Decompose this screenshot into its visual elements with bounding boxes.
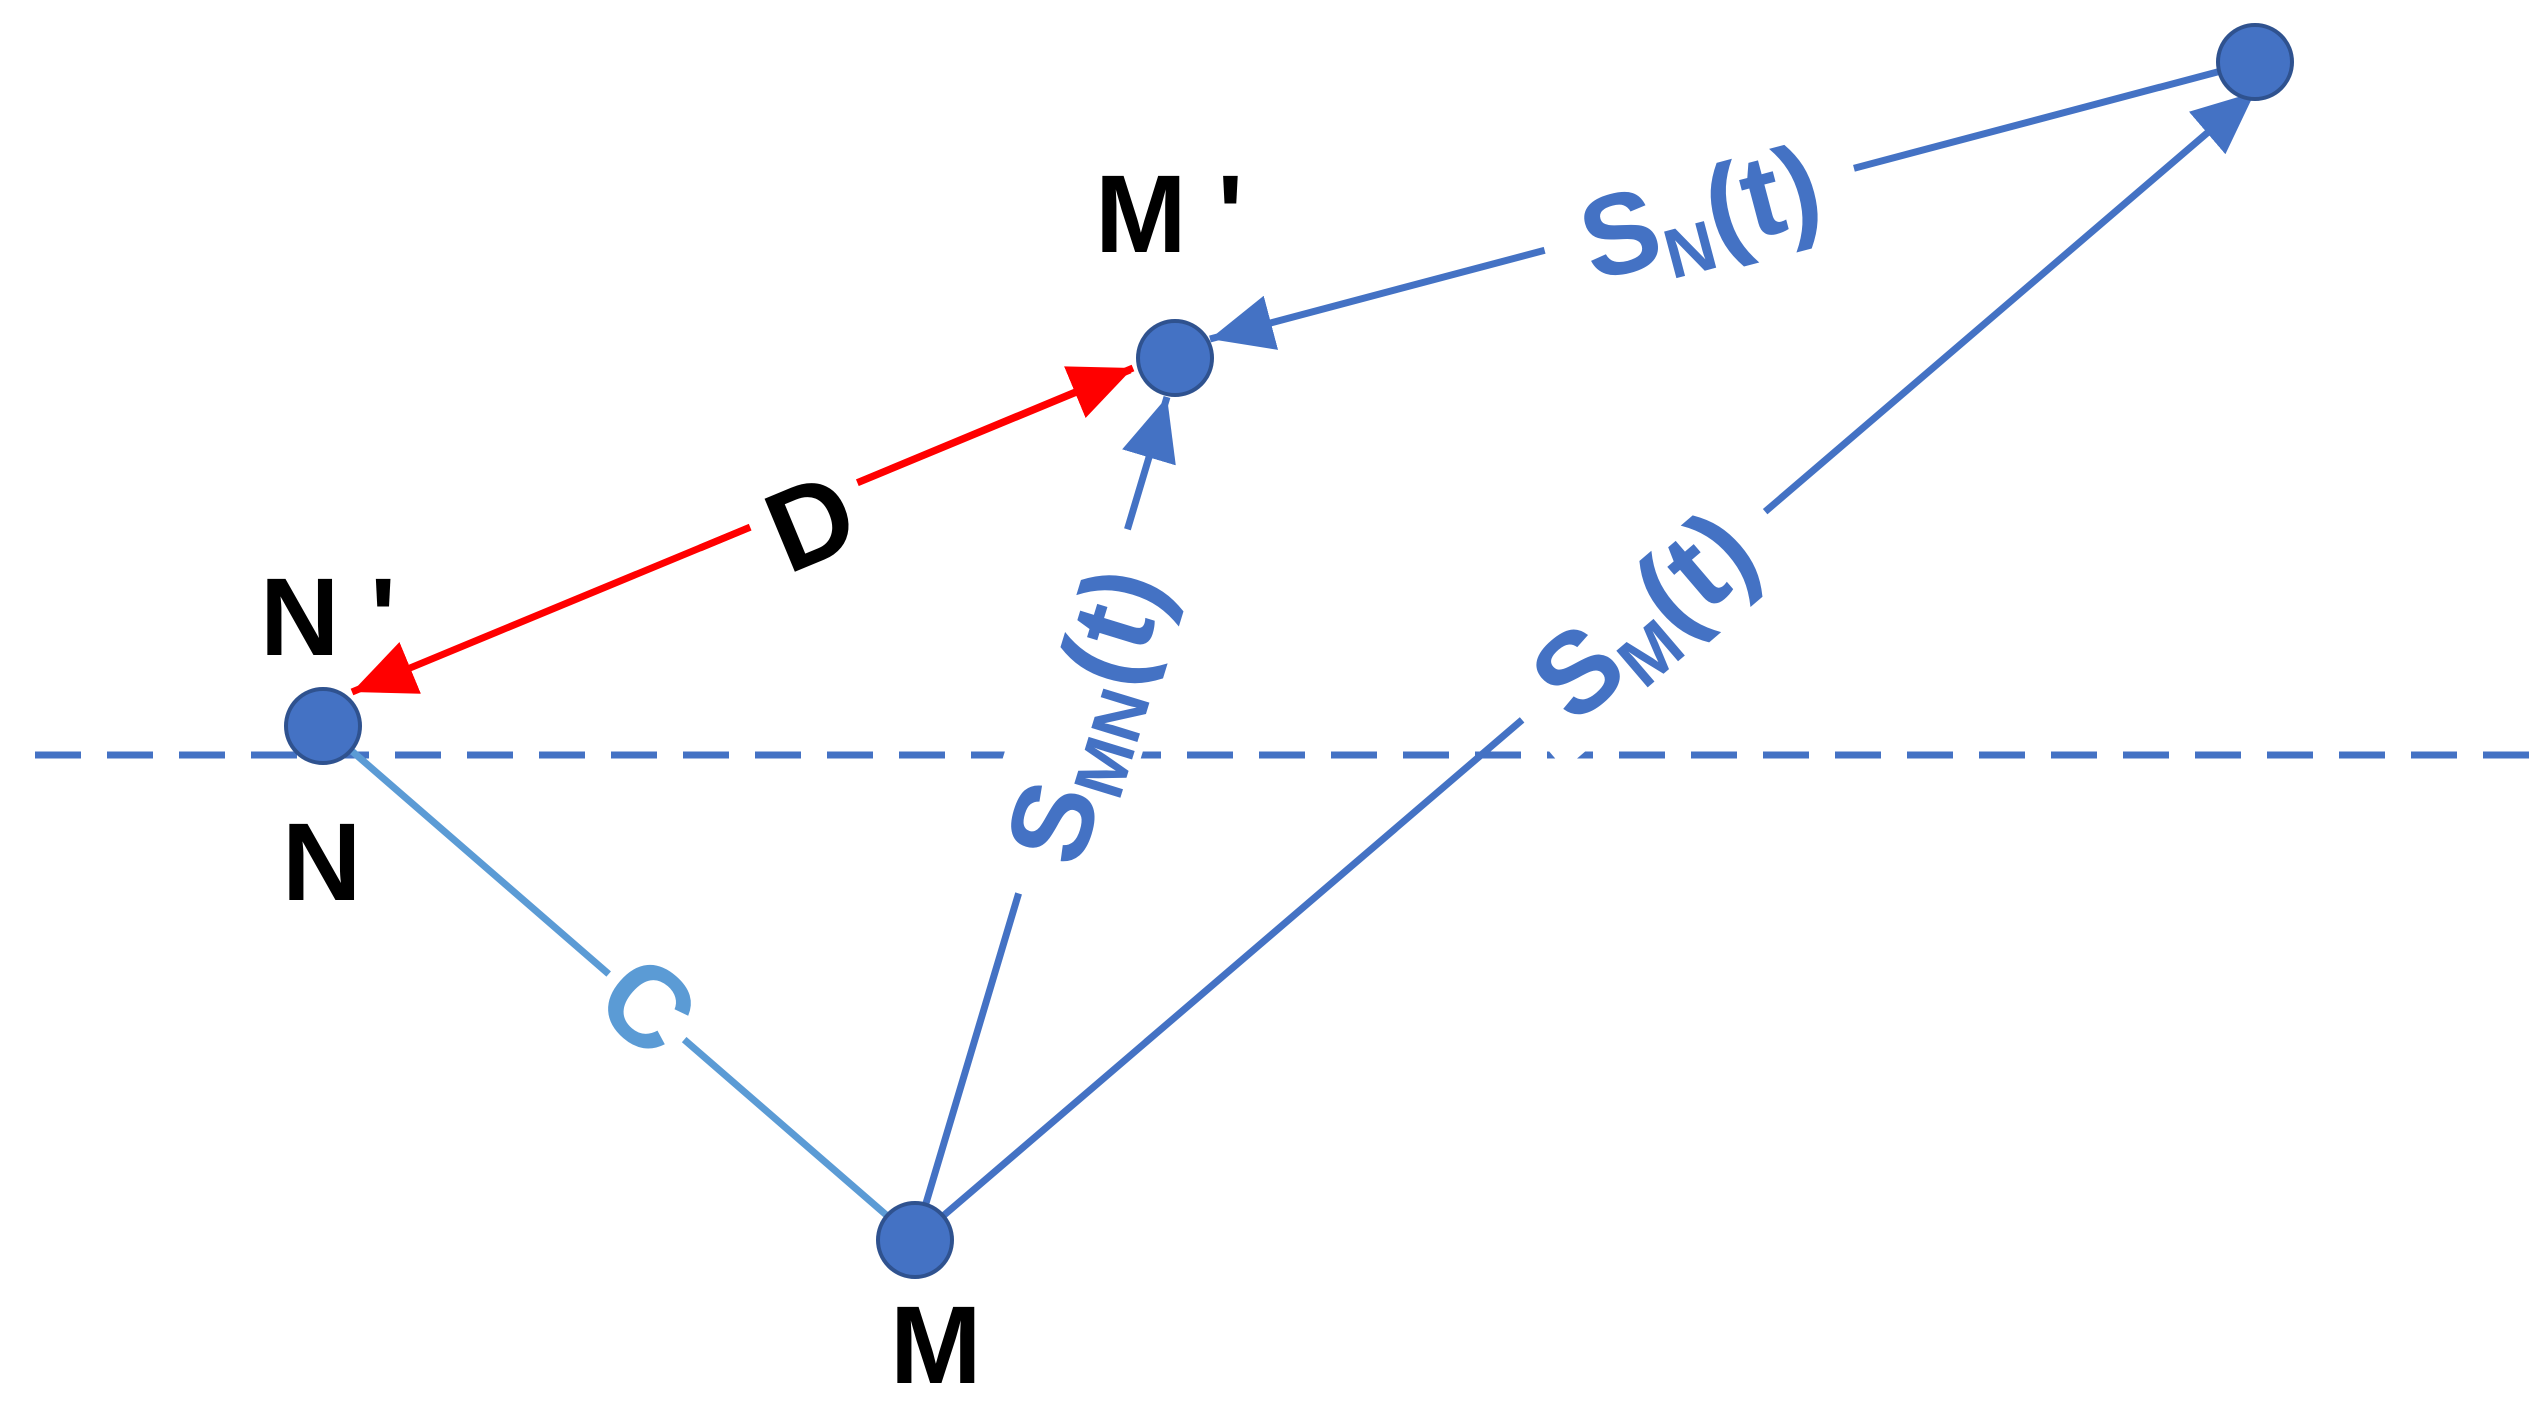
label-m-prime: M ' xyxy=(1095,153,1243,276)
edge-d-label-group: D xyxy=(731,438,889,602)
label-n-prime: N ' xyxy=(260,556,396,679)
node-top-right xyxy=(2216,23,2294,101)
node-m xyxy=(876,1201,954,1279)
edge-sn-label-group: SN(t) xyxy=(1528,107,1872,317)
edge-smn-label-group: SMN(t) xyxy=(966,514,1204,916)
edge-c-label: C xyxy=(574,930,721,1081)
edge-c-label-group: C xyxy=(569,925,727,1085)
node-m-prime xyxy=(1136,319,1214,397)
edge-sm-label-group: SM(t) xyxy=(1478,460,1808,770)
node-n xyxy=(284,687,362,765)
edge-smn-label: SMN(t) xyxy=(981,553,1199,880)
label-m: M xyxy=(890,1284,982,1407)
edge-sn-label: SN(t) xyxy=(1567,120,1836,313)
label-n: N xyxy=(282,801,361,924)
